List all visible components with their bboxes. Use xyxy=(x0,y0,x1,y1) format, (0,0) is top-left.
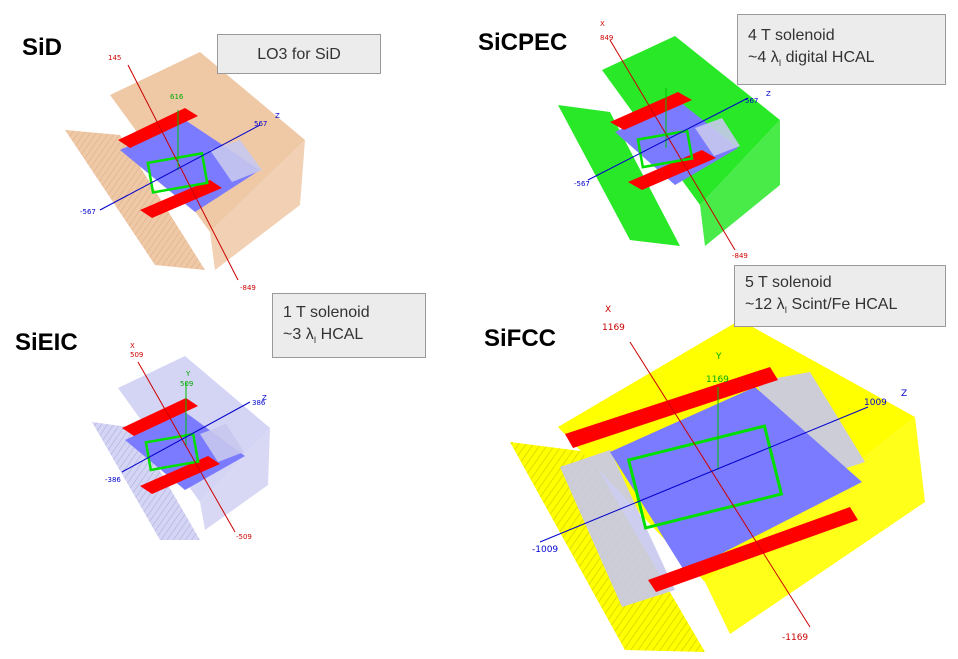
panel-title: SiD xyxy=(22,34,63,61)
calorimeter xyxy=(610,387,862,572)
endcap-hatch xyxy=(200,424,244,462)
axis-z-neg-label: -567 xyxy=(574,180,590,188)
axis-z-name: Z xyxy=(901,389,907,399)
axis-y-name: Y xyxy=(185,370,191,378)
solenoid-coil-bottom xyxy=(140,180,222,218)
axis-x-pos-label: 145 xyxy=(108,54,121,62)
panel-sieic: X 509 Y 509 386 Z -386 -509 SiEIC 1 T so… xyxy=(0,290,470,550)
solenoid-coil-bottom xyxy=(140,456,220,494)
axis-y-pos-label: 616 xyxy=(170,93,184,101)
note-line-1: 5 T solenoid xyxy=(745,274,832,291)
axis-x-name: X xyxy=(130,342,135,350)
axis-z xyxy=(539,406,869,543)
axis-x-pos-label: 1169 xyxy=(602,323,625,333)
calorimeter xyxy=(615,102,738,185)
yoke-side xyxy=(700,120,780,246)
panel-sifcc: X 1169 Y 1169 1009 Z -1009 -1169 SiFCC 5… xyxy=(470,262,958,659)
axis-z-pos-label: 567 xyxy=(254,120,267,128)
yoke-end xyxy=(558,105,680,246)
axis-x xyxy=(609,39,736,251)
axis-z-pos-label: 1009 xyxy=(864,398,887,408)
axis-x-neg-label: -509 xyxy=(236,533,252,541)
note-line-2: ~3 λI HCAL xyxy=(283,326,364,346)
calorimeter xyxy=(120,120,260,212)
panel-title: SiEIC xyxy=(15,329,78,356)
annotation-box: 5 T solenoid ~12 λI Scint/Fe HCAL xyxy=(734,265,946,327)
axis-x-neg-label: -1169 xyxy=(782,633,808,643)
yoke-end-hatch xyxy=(65,130,205,270)
calorimeter xyxy=(125,412,245,490)
note-line-2: ~4 λI digital HCAL xyxy=(748,49,875,69)
axis-z-name: Z xyxy=(766,90,771,98)
yoke-end-hatch xyxy=(92,422,200,540)
axis-z xyxy=(121,401,251,473)
tracker xyxy=(146,151,209,194)
panel-sid: 145 616 567 Z -567 -849 SiD LO3 for SiD xyxy=(0,0,470,300)
tracker xyxy=(144,432,200,472)
endcap-hatch-right xyxy=(755,372,865,480)
panel-sicpec: X 849 567 Z -567 -849 SiCPEC 4 T solenoi… xyxy=(470,0,958,270)
axis-x-neg-label: -849 xyxy=(240,284,256,292)
tracker xyxy=(626,424,784,530)
solenoid-coil-top xyxy=(122,398,198,436)
detector-sifcc: X 1169 Y 1169 1009 Z -1009 -1169 xyxy=(510,305,925,652)
panel-title: SiCPEC xyxy=(478,29,568,56)
axis-x xyxy=(127,64,239,281)
endcap-hatch xyxy=(210,140,262,182)
axis-x xyxy=(137,361,236,533)
annotation-box: 4 T solenoid ~4 λI digital HCAL xyxy=(737,14,946,85)
axis-z-neg-label: -1009 xyxy=(532,545,558,555)
endcap-hatch xyxy=(695,118,740,156)
axis-z xyxy=(587,97,749,181)
annotation-box: 1 T solenoid ~3 λI HCAL xyxy=(272,293,426,358)
detector-sicpec: X 849 567 Z -567 -849 xyxy=(558,20,780,260)
axis-x xyxy=(629,341,811,628)
panel-title: SiFCC xyxy=(484,325,556,352)
axis-x-pos-label: 849 xyxy=(600,34,613,42)
note-line-1: LO3 for SiD xyxy=(257,46,341,63)
detector-sieic: X 509 Y 509 386 Z -386 -509 xyxy=(92,342,270,541)
axis-z-name: Z xyxy=(262,394,267,402)
note-line-2: ~12 λI Scint/Fe HCAL xyxy=(745,296,898,316)
axis-y-pos-label: 509 xyxy=(180,380,193,388)
axis-z-pos-label: 386 xyxy=(252,399,266,407)
axis-y-name: Y xyxy=(715,352,722,362)
axis-x-pos-label: 509 xyxy=(130,351,143,359)
axis-z-name: Z xyxy=(275,112,280,120)
note-line-1: 4 T solenoid xyxy=(748,27,835,44)
axis-x-neg-label: -849 xyxy=(732,252,748,260)
yoke-side xyxy=(200,428,270,530)
axis-x-name: X xyxy=(605,305,611,315)
endcap-hatch-left xyxy=(560,450,675,607)
detector-sid: 145 616 567 Z -567 -849 xyxy=(65,52,305,292)
yoke-side xyxy=(210,140,305,270)
solenoid-coil-bottom xyxy=(628,150,716,190)
solenoid-coil-bottom xyxy=(648,507,858,592)
axis-x-name: X xyxy=(600,20,605,28)
axis-z-neg-label: -386 xyxy=(105,476,121,484)
axis-z-pos-label: 567 xyxy=(745,97,758,105)
annotation-box: LO3 for SiD xyxy=(217,34,381,74)
solenoid-coil-top xyxy=(610,92,692,130)
axis-z xyxy=(99,124,261,211)
axis-y-pos-label: 1169 xyxy=(706,375,729,385)
note-line-1: 1 T solenoid xyxy=(283,304,370,321)
axis-z-neg-label: -567 xyxy=(80,208,96,216)
